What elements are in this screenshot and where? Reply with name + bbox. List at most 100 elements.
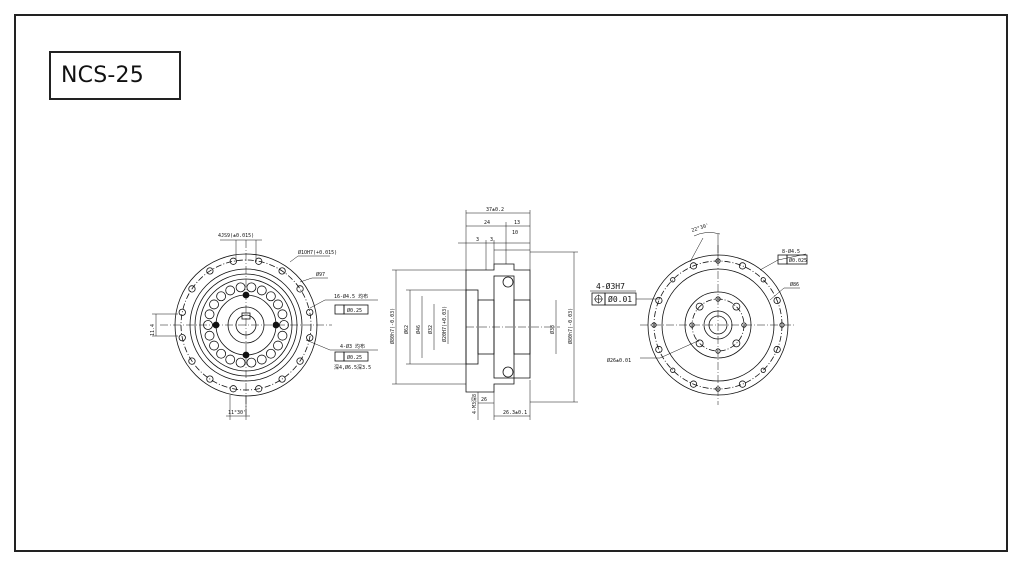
side-housing-outline	[465, 263, 531, 393]
side-bottom-b-label: 26	[481, 397, 487, 403]
front-bolt-hole	[306, 334, 314, 342]
side-d4-label: Ø32	[427, 325, 434, 334]
front-bolt-hole	[255, 257, 263, 265]
rear-holes-label: 8-Ø4.5	[782, 248, 800, 255]
side-view	[392, 210, 578, 420]
side-bearing-ball-top	[502, 276, 514, 288]
side-d1-label: Ø80h7(-0.03)	[389, 308, 396, 344]
front-top-tol-label: 4JS9(±0.015)	[218, 233, 254, 239]
rear-bolt-hole	[738, 262, 747, 270]
front-rollers	[203, 282, 289, 368]
rear-angle-label: 22°30'	[691, 223, 710, 234]
front-holes-a-label: 16-Ø4.5 均布	[334, 293, 368, 300]
front-holes-a-leader	[309, 299, 378, 309]
rear-bolt-hole-small	[670, 277, 676, 283]
hole-callout	[590, 290, 660, 306]
front-bolt-hole	[229, 257, 237, 265]
front-roller	[209, 340, 219, 351]
side-bearing-ball-bottom	[502, 366, 514, 378]
rear-bolt-hole	[773, 296, 781, 305]
front-bolt-holes	[178, 257, 314, 393]
front-roller	[235, 282, 246, 293]
rear-pcd-hole	[732, 339, 741, 348]
side-bottom-a-label: 4-M3深8	[471, 394, 478, 414]
rear-bolt-hole	[773, 345, 781, 354]
rear-bolt-hole	[655, 296, 663, 305]
side-top-b-label: 13	[514, 220, 520, 226]
side-d2-label: Ø62	[403, 325, 410, 334]
side-bottom-c-label: 26.3±0.1	[503, 410, 527, 416]
side-d5-label: Ø20H7(+0.03)	[441, 306, 448, 342]
front-holes-a-fcf-sym	[334, 304, 345, 315]
rear-view	[640, 232, 808, 405]
front-bolt-hole	[188, 357, 196, 365]
callout-holes-label: 4-Ø3H7	[596, 281, 625, 291]
side-top-total-label: 37±0.2	[486, 207, 504, 213]
side-d6-label: Ø38	[549, 325, 556, 334]
front-roller	[277, 309, 288, 320]
front-roller	[216, 291, 227, 302]
front-view	[152, 239, 378, 420]
side-top-a-label: 24	[484, 220, 490, 226]
rear-pcd-label: Ø26±0.01	[607, 357, 631, 364]
front-bolt-hole	[188, 285, 196, 293]
front-roller	[277, 330, 288, 341]
rear-bolt-hole-small	[670, 367, 676, 373]
title-block: NCS-25	[49, 51, 181, 100]
front-depth-label: 深4,Ø6.5深3.5	[334, 364, 371, 371]
front-roller	[204, 309, 215, 320]
rear-od-leader	[769, 287, 800, 301]
front-holes-a-fcf	[343, 304, 369, 315]
rear-pcd-hole	[695, 302, 704, 311]
front-bolt-hole	[229, 385, 237, 393]
front-bolt-hole	[296, 357, 304, 365]
rear-bolt-hole-small	[760, 277, 766, 283]
front-roller	[204, 330, 215, 341]
front-holes-b-fcf-sym	[334, 351, 345, 362]
front-roller	[225, 285, 236, 296]
side-output-shaft	[513, 299, 531, 355]
front-bolt-hole	[206, 267, 214, 275]
front-holes-b-leader	[305, 339, 378, 351]
callout-tolerance-label: Ø0.01	[608, 294, 632, 304]
front-left-dim-label: 11.4	[150, 324, 156, 336]
front-roller	[273, 340, 283, 351]
front-roller	[209, 299, 219, 310]
front-bolt-hole	[206, 375, 214, 383]
front-roller	[256, 285, 267, 296]
rear-bolt-hole	[655, 345, 663, 354]
front-roller	[246, 357, 257, 368]
side-step-b-label: 3	[490, 237, 493, 243]
rear-angle-ext-1	[689, 237, 704, 263]
front-bolt-hole	[178, 308, 186, 316]
front-roller	[273, 299, 283, 310]
rear-bolt-hole-small	[760, 367, 766, 373]
front-bore-leader	[289, 255, 330, 263]
rear-bolt-hole	[689, 262, 698, 270]
rear-holes-tol: Ø0.025	[789, 257, 807, 264]
front-bore-label: Ø1OH7(+0.015)	[298, 249, 337, 256]
front-roller	[225, 354, 236, 365]
rear-holes-fcf	[786, 254, 808, 265]
front-holes-b-tol: Ø0.25	[347, 354, 362, 361]
front-bolt-hole	[278, 375, 286, 383]
front-holes-a-tol: Ø0.25	[347, 307, 362, 314]
front-roller	[246, 282, 257, 293]
front-od-label: Ø97	[316, 271, 325, 278]
front-bolt-hole	[278, 267, 286, 275]
front-angle-label: 11°30'	[228, 410, 246, 416]
front-roller	[216, 348, 227, 359]
model-label: NCS-25	[61, 63, 144, 88]
front-holes-b-fcf	[343, 351, 369, 362]
rear-pcd-hole	[695, 339, 704, 348]
drawing-frame	[14, 14, 1008, 552]
rear-bolt-hole	[689, 380, 698, 388]
side-step-c-label: 10	[512, 230, 518, 236]
front-bolt-hole	[296, 285, 304, 293]
rear-pcd-leader	[640, 339, 701, 359]
rear-pcd-holes	[689, 296, 747, 354]
rear-pcd-hole	[732, 302, 741, 311]
rear-od-label: Ø86	[790, 281, 799, 288]
rear-bolt-hole	[738, 380, 747, 388]
